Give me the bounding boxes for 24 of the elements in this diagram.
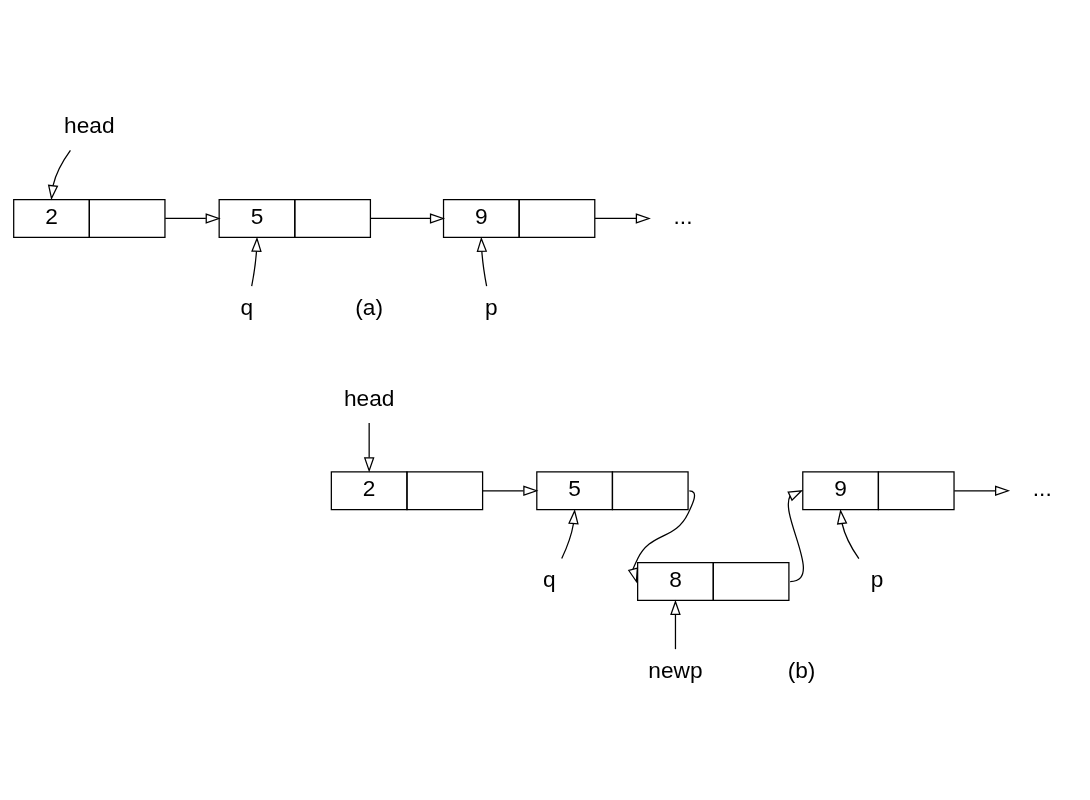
node-text: p (485, 293, 498, 320)
node-text: ... (1032, 475, 1052, 502)
label: (b) (787, 656, 816, 683)
arrow (594, 213, 651, 224)
node-text: head (343, 384, 395, 411)
arrow (369, 213, 446, 224)
arrow (251, 236, 262, 287)
node-text: q (543, 566, 556, 593)
arrow (164, 213, 221, 224)
arrow (47, 149, 72, 201)
node-text: newp (648, 656, 703, 683)
arrow (787, 489, 804, 583)
node-text: head (64, 112, 115, 139)
arrow (561, 509, 579, 560)
arrow (953, 485, 1011, 497)
arrow (476, 236, 488, 287)
arrow (482, 485, 539, 497)
node-text: q (240, 293, 254, 320)
arrow (363, 422, 375, 473)
node-text: ... (673, 203, 693, 230)
node-text: p (870, 566, 884, 593)
arrow (670, 599, 681, 650)
label: (a) (355, 293, 384, 320)
arrow (836, 509, 860, 560)
